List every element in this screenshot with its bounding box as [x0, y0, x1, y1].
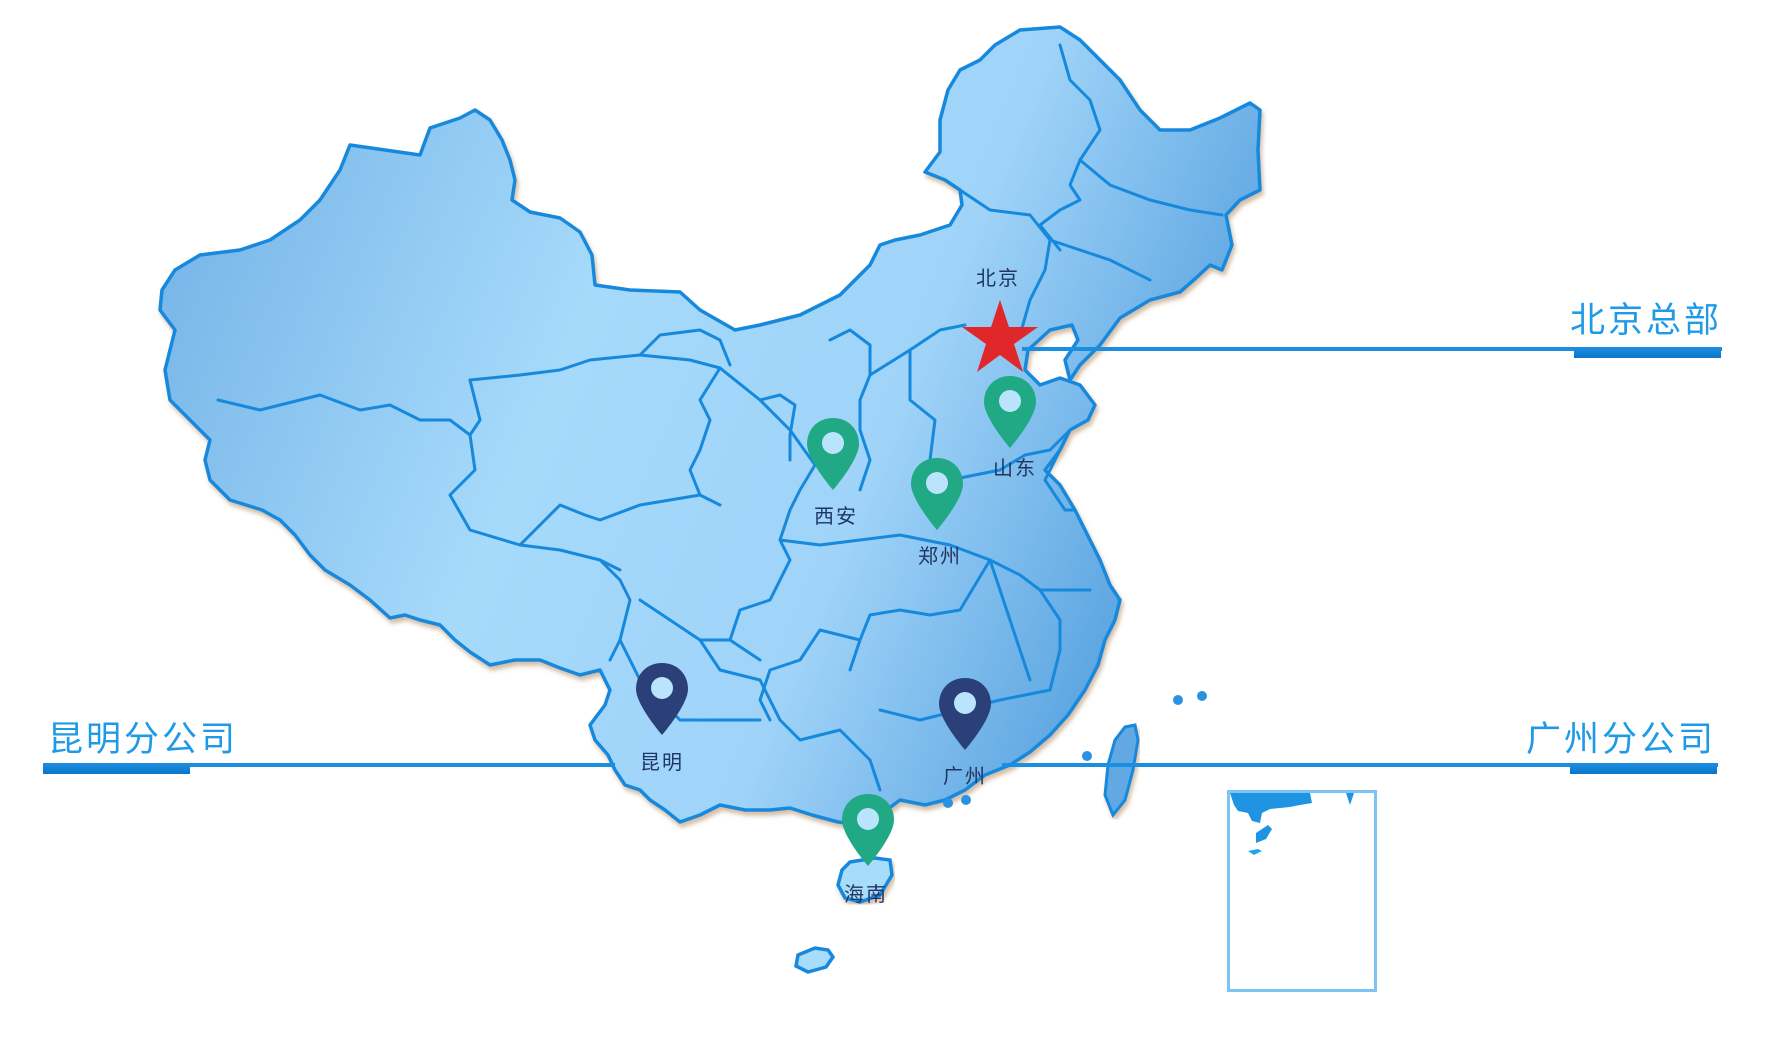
beijing-label-bar: [1574, 347, 1721, 358]
beijing-leader-line: [1022, 347, 1722, 351]
islet: [1082, 751, 1092, 761]
zhengzhou-pin-icon[interactable]: [909, 456, 965, 532]
guangzhou-pin-icon[interactable]: [937, 676, 993, 752]
beijing-star-icon[interactable]: [961, 298, 1039, 374]
south-china-sea-inset: [1227, 790, 1377, 992]
islet: [961, 795, 971, 805]
city-label-kunming: 昆明: [640, 750, 684, 774]
islet: [1173, 695, 1183, 705]
guangzhou-label-bar: [1570, 763, 1717, 774]
city-label-zhengzhou: 郑州: [918, 544, 962, 568]
xian-pin-icon[interactable]: [805, 416, 861, 492]
guangzhou-leader-line: [1002, 763, 1718, 767]
hainan-pin-icon[interactable]: [840, 792, 896, 868]
inset-taiwan: [1346, 793, 1354, 805]
beijing-hq-label: 北京总部: [1570, 301, 1723, 341]
kunming-leader-line: [43, 763, 615, 767]
taiwan-island: [1103, 723, 1140, 818]
city-label-guangzhou: 广州: [943, 764, 987, 788]
kunming-label-bar: [43, 763, 190, 774]
south-island: [794, 946, 836, 974]
city-label-beijing: 北京: [976, 266, 1020, 290]
kunming-branch-label: 昆明分公司: [48, 720, 239, 760]
guangzhou-branch-label: 广州分公司: [1526, 720, 1717, 760]
islet: [943, 798, 953, 808]
inset-map: [1230, 793, 1354, 855]
shandong-pin-icon[interactable]: [982, 374, 1038, 450]
islet: [1197, 691, 1207, 701]
mainland-outline: [158, 25, 1262, 827]
inset-coast: [1230, 793, 1312, 823]
city-label-shandong: 山东: [993, 456, 1037, 480]
inset-hainan: [1256, 825, 1272, 843]
inset-islet: [1248, 849, 1262, 855]
city-label-hainan: 海南: [844, 882, 888, 906]
hainan-island: [836, 856, 894, 904]
kunming-pin-icon[interactable]: [634, 661, 690, 737]
city-label-xian: 西安: [814, 504, 858, 528]
